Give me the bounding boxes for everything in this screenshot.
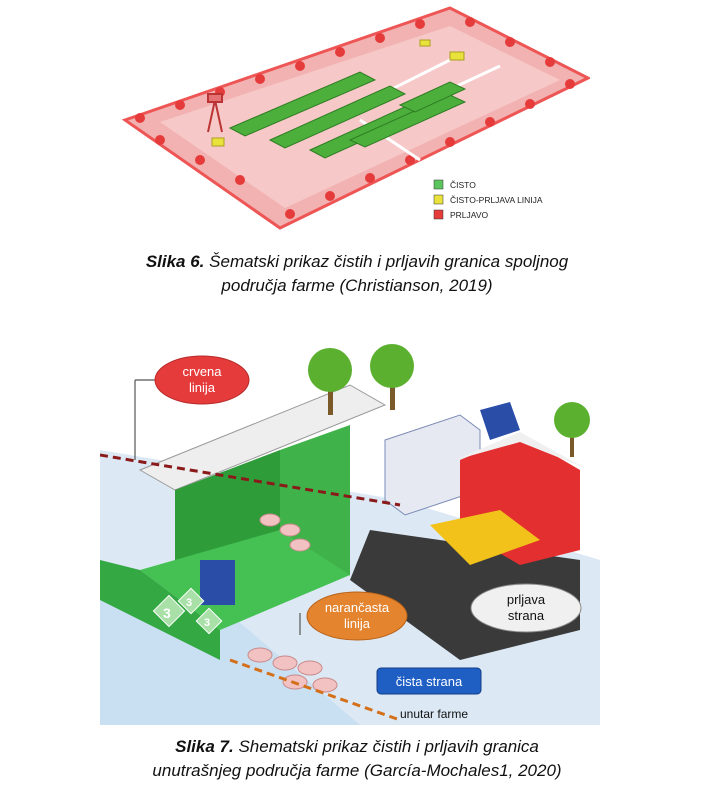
dirty-zone-inner (160, 26, 560, 208)
transition-zone-floor (430, 510, 540, 565)
red-line-callout: crvena linija (154, 355, 250, 405)
water-tower-icon (207, 93, 223, 133)
orange-line-boundary (229, 658, 401, 722)
clean-zone-barns (228, 71, 467, 159)
figure-6-caption: Slika 6. Šematski prikaz čistih i prljav… (0, 250, 714, 298)
warning-sign-number: 3 (186, 597, 192, 609)
legend-label-clean-dirty-line: ČISTO-PRLJAVA LINIJA (450, 195, 543, 205)
red-line-boundary (100, 453, 401, 507)
orange-line-label: linija (344, 616, 371, 631)
figure-6-legend: ČISTO ČISTO-PRLJAVA LINIJA PRLJAVO (433, 179, 543, 220)
clean-side-callout: čista strana (376, 667, 482, 695)
dirty-side-callout: prljava strana (470, 583, 582, 633)
tree-row-icon (135, 17, 575, 219)
red-line-label: linija (189, 380, 216, 395)
figure-7-farm-interior-illustration: 3 3 3 crvena linija narančasta linija (100, 344, 600, 725)
pig-icon (247, 513, 338, 693)
warning-sign-icon (152, 587, 223, 635)
figure-6-caption-label: Slika 6. (145, 252, 205, 271)
figure-6-caption-text: Šematski prikaz čistih i prljavih granic… (204, 252, 569, 271)
figure-7-caption-text-2: unutrašnjeg područja farme (García-Mocha… (152, 761, 562, 780)
orange-line-callout: narančasta linija (306, 591, 408, 641)
warning-sign-number: 3 (163, 605, 171, 621)
figure-6-farm-zoning-illustration: ČISTO ČISTO-PRLJAVA LINIJA PRLJAVO (121, 6, 590, 230)
figure-7-caption-text: Shematski prikaz čistih i prljavih grani… (233, 737, 539, 756)
legend-label-dirty: PRLJAVO (450, 210, 488, 220)
truck-icon (384, 402, 520, 516)
figure-6-caption-text-2: područja farme (Christianson, 2019) (221, 276, 493, 295)
dirty-side-label: prljava (507, 592, 546, 607)
clean-side-label: čista strana (396, 674, 463, 689)
orange-line-label: narančasta (325, 600, 390, 615)
legend-label-clean: ČISTO (450, 180, 476, 190)
legend-swatch-clean-dirty-line (433, 194, 444, 205)
legend-swatch-dirty (433, 209, 444, 220)
legend-swatch-clean (433, 179, 444, 190)
figure-7-caption: Slika 7. Shematski prikaz čistih i prlja… (0, 735, 714, 783)
inside-farm-label: unutar farme (400, 707, 468, 721)
clean-dirty-line-markers (211, 39, 465, 147)
barn-door (200, 560, 235, 605)
barn-roof (138, 384, 387, 491)
figure-7-caption-label: Slika 7. (175, 737, 234, 756)
warning-sign-number: 3 (204, 617, 210, 629)
red-line-label: crvena (182, 364, 222, 379)
dirty-side-label: strana (508, 608, 545, 623)
tree-icon (308, 344, 590, 457)
dirty-building-roof (455, 432, 585, 468)
